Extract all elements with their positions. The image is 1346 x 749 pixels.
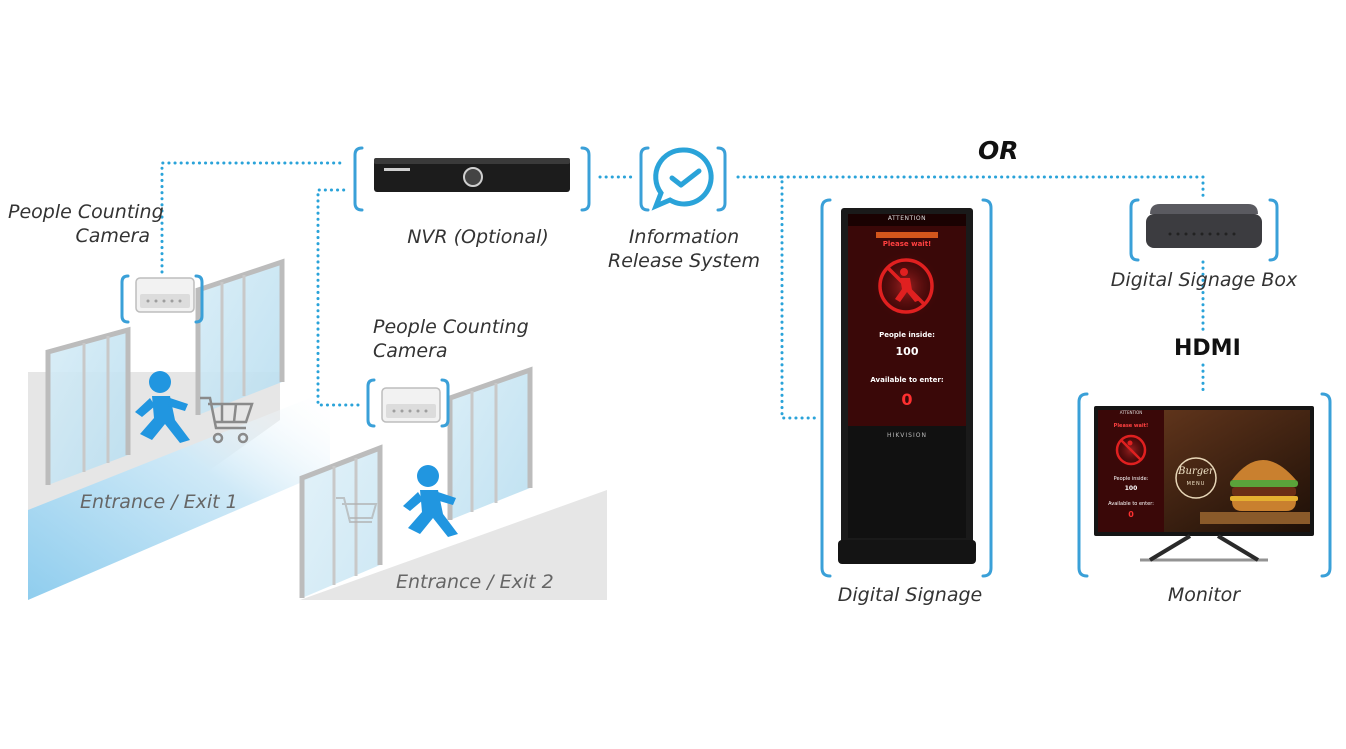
bracket-irs-right [716, 146, 727, 212]
connection-irs-signage [736, 175, 822, 420]
camera-1-label: People Counting Camera [8, 201, 164, 247]
bracket-camera2-left [366, 378, 376, 428]
entrance-1-floor-light [28, 390, 330, 600]
entrance-2-label: Entrance / Exit 2 [396, 571, 554, 593]
bracket-camera2-right [440, 378, 450, 428]
monitor-people-inside-value: 100 [1124, 485, 1138, 492]
signage-screen-notice: Please wait! [882, 240, 932, 248]
monitor-screen-notice: Please wait! [1113, 423, 1149, 429]
hdmi-label: HDMI [1174, 336, 1241, 361]
chat-bubble-icon [651, 147, 714, 211]
no-entry-icon [878, 258, 934, 314]
no-entry-icon [1115, 434, 1147, 466]
people-counting-camera-1 [135, 277, 195, 313]
bracket-nvr-left [353, 146, 364, 212]
entrance-2-door-right [447, 366, 533, 520]
connection-lines [160, 161, 1205, 420]
monitor-available-label: Available to enter: [1108, 501, 1154, 507]
entrance-2-door-left [299, 444, 383, 598]
digital-signage-label: Digital Signage [837, 584, 983, 606]
person-walking-icon [403, 465, 458, 537]
monitor-screen-header: ATTENTION [1119, 410, 1143, 415]
entrance-2-area [299, 366, 607, 600]
digital-signage-box [1146, 204, 1262, 248]
signage-screen-header: ATTENTION [887, 215, 927, 222]
digital-signage-kiosk [838, 208, 976, 564]
monitor-available-value: 0 [1128, 510, 1134, 519]
entrance-1-door-right [195, 258, 285, 415]
bracket-box-left [1129, 198, 1140, 262]
signage-brand: HIKVISION [887, 432, 927, 439]
bracket-signage-left [820, 198, 832, 578]
signage-available-label: Available to enter: [870, 376, 944, 384]
person-walking-icon [135, 371, 190, 443]
nvr-device [374, 158, 570, 192]
nvr-label: NVR (Optional) [407, 226, 549, 248]
entrance-2-floor [300, 490, 607, 600]
shopping-cart-icon [336, 497, 378, 523]
connection-camera1-nvr [160, 161, 346, 274]
monitor-people-inside-label: People inside: [1113, 476, 1149, 482]
bracket-monitor-left [1077, 392, 1089, 578]
monitor-label: Monitor [1167, 584, 1241, 606]
information-release-label: Information Release System [608, 226, 760, 272]
entrance-1-area [28, 258, 330, 600]
signage-screen [848, 214, 966, 426]
bracket-irs-left [639, 146, 650, 212]
monitor-alert-panel [1098, 410, 1164, 532]
signage-available-value: 0 [901, 390, 913, 409]
bracket-nvr-right [580, 146, 591, 212]
connection-camera2-nvr [316, 188, 360, 407]
camera-2-label: People Counting Camera [373, 316, 529, 362]
burger-icon [1200, 460, 1310, 524]
or-label: OR [978, 136, 1019, 165]
people-counting-camera-2 [381, 387, 441, 423]
bracket-camera1-right [194, 274, 204, 324]
signage-people-inside-label: People inside: [879, 331, 935, 339]
entrance-1-label: Entrance / Exit 1 [80, 491, 238, 513]
connection-irs-box [780, 175, 1205, 198]
brackets [120, 146, 1332, 578]
monitor-burger-menu-text: Burger [1178, 466, 1214, 477]
shopping-cart-icon [200, 396, 254, 444]
monitor-burger-menu-sub: MENU [1186, 481, 1206, 487]
signage-box-label: Digital Signage Box [1110, 269, 1298, 291]
signage-people-inside-value: 100 [895, 345, 919, 358]
bracket-signage-right [981, 198, 993, 578]
bracket-monitor-right [1320, 392, 1332, 578]
bracket-camera1-left [120, 274, 130, 324]
entrance-1-door-left [45, 326, 131, 485]
bracket-box-right [1268, 198, 1279, 262]
monitor-device [1094, 406, 1314, 562]
